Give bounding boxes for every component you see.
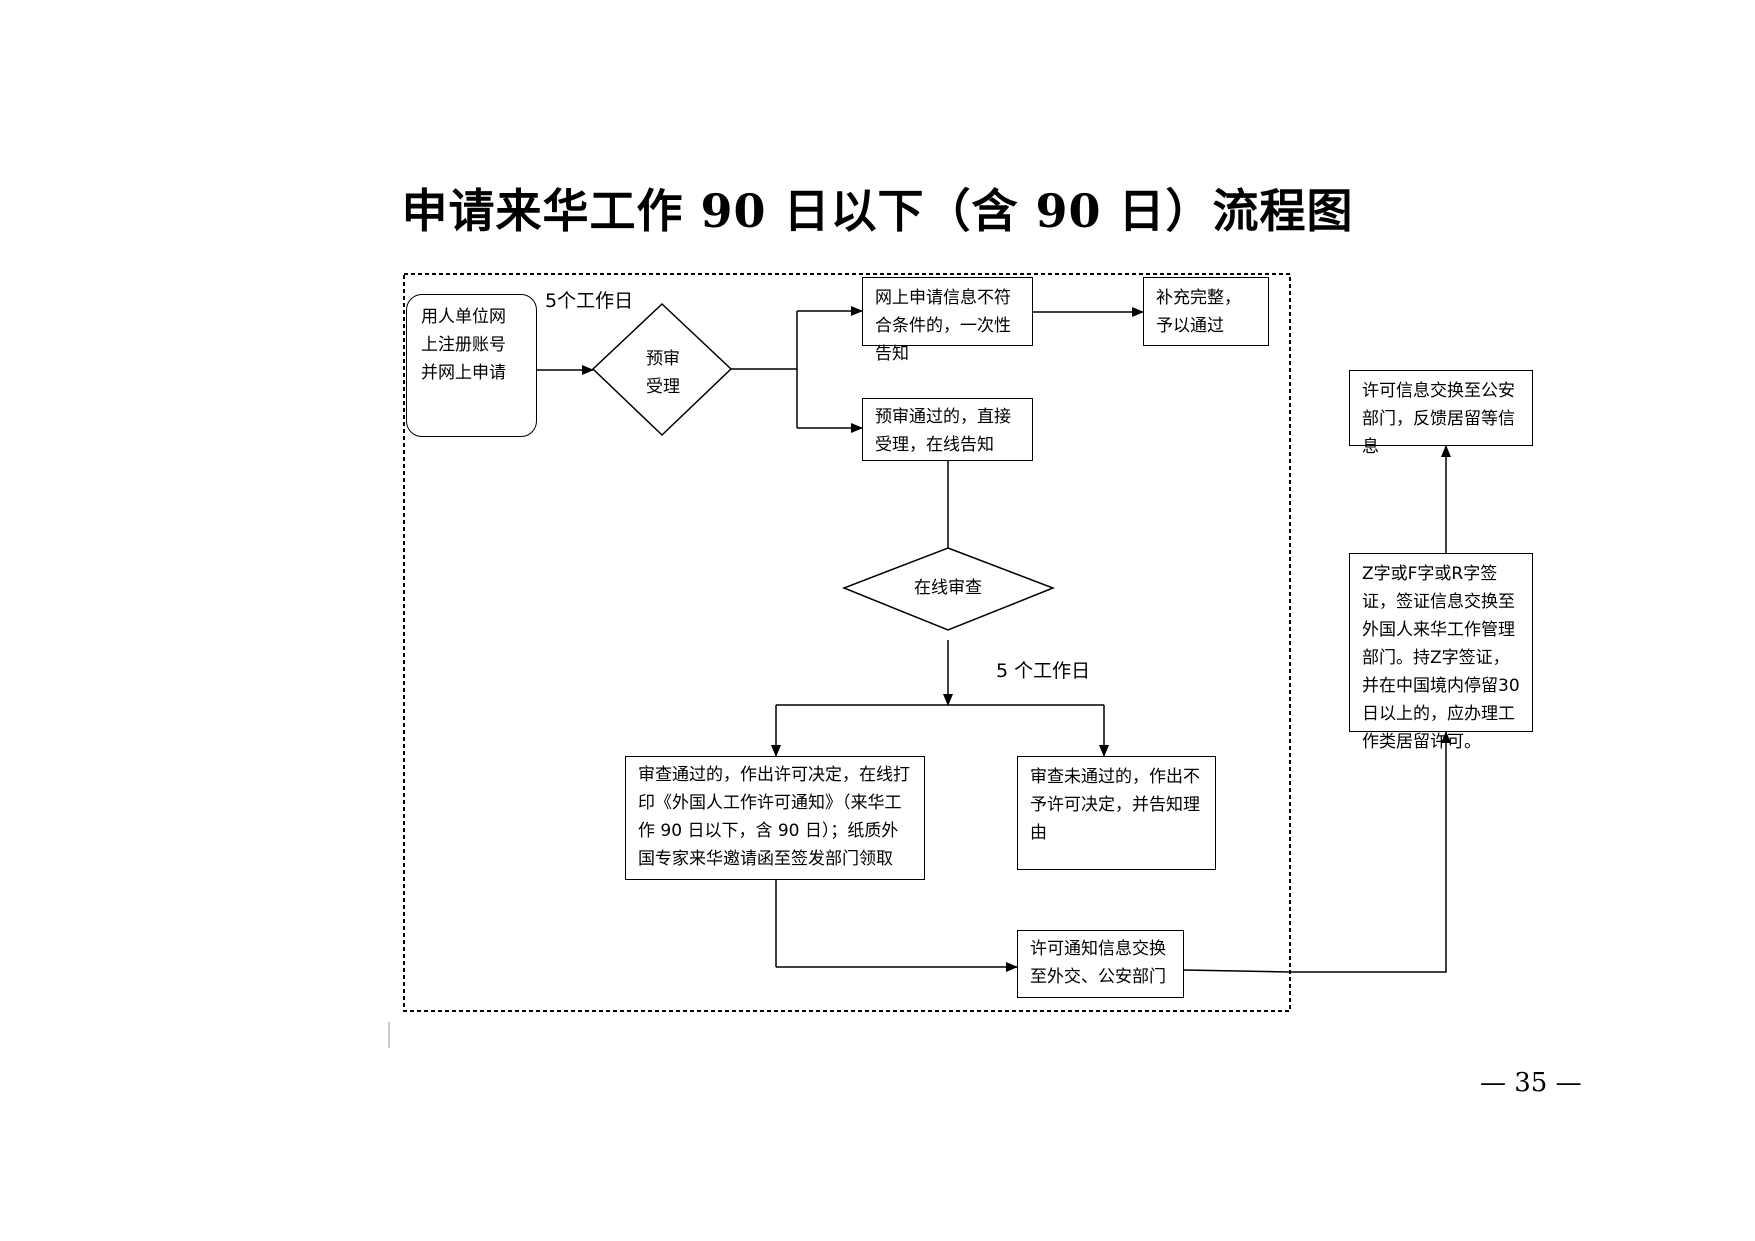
police-info-box: 许可信息交换至公安部门，反馈居留等信息 [1349, 370, 1533, 457]
info-exchange-box: 许可通知信息交换至外交、公安部门 [1017, 930, 1184, 998]
page-number: — 35 — [1480, 1068, 1582, 1098]
police-info-text: 许可信息交换至公安部门，反馈居留等信息 [1362, 381, 1515, 457]
prereview-diamond-text: 预审受理 [646, 349, 680, 397]
days-label-2: 5 个工作日 [996, 660, 1091, 682]
prereview-pass-text: 预审通过的，直接受理，在线告知 [875, 407, 1011, 455]
prereview-pass-box: 预审通过的，直接受理，在线告知 [862, 398, 1033, 461]
days-label-1: 5个工作日 [545, 290, 634, 312]
incomplete-info-text: 网上申请信息不符合条件的，一次性告知 [875, 288, 1011, 364]
start-box: 用人单位网上注册账号并网上申请 [406, 294, 537, 437]
visa-text: Z字或F字或R字签证，签证信息交换至外国人来华工作管理部门。持Z字签证，并在中国… [1362, 564, 1520, 752]
visa-box: Z字或F字或R字签证，签证信息交换至外国人来华工作管理部门。持Z字签证，并在中国… [1349, 553, 1533, 752]
supplement-box: 补充完整，予以通过 [1143, 277, 1269, 346]
supplement-text: 补充完整，予以通过 [1156, 288, 1241, 336]
online-review-diamond-label: 在线审查 [914, 578, 982, 598]
start-box-text: 用人单位网上注册账号并网上申请 [421, 307, 506, 383]
reject-box: 审查未通过的，作出不予许可决定，并告知理由 [1017, 756, 1216, 870]
incomplete-info-box: 网上申请信息不符合条件的，一次性告知 [862, 277, 1033, 364]
page-title: 申请来华工作 90 日以下（含 90 日）流程图 [401, 184, 1354, 238]
prereview-diamond-shape [591, 302, 733, 437]
prereview-diamond-label: 预审受理 [626, 345, 700, 401]
approve-text: 审查通过的，作出许可决定，在线打印《外国人工作许可通知》（来华工作 90 日以下… [638, 765, 910, 869]
approve-box: 审查通过的，作出许可决定，在线打印《外国人工作许可通知》（来华工作 90 日以下… [625, 756, 925, 880]
reject-text: 审查未通过的，作出不予许可决定，并告知理由 [1030, 767, 1200, 843]
dashed-boundary [403, 273, 1291, 1012]
info-exchange-text: 许可通知信息交换至外交、公安部门 [1030, 939, 1166, 987]
online-review-diamond-shape [841, 547, 1056, 631]
